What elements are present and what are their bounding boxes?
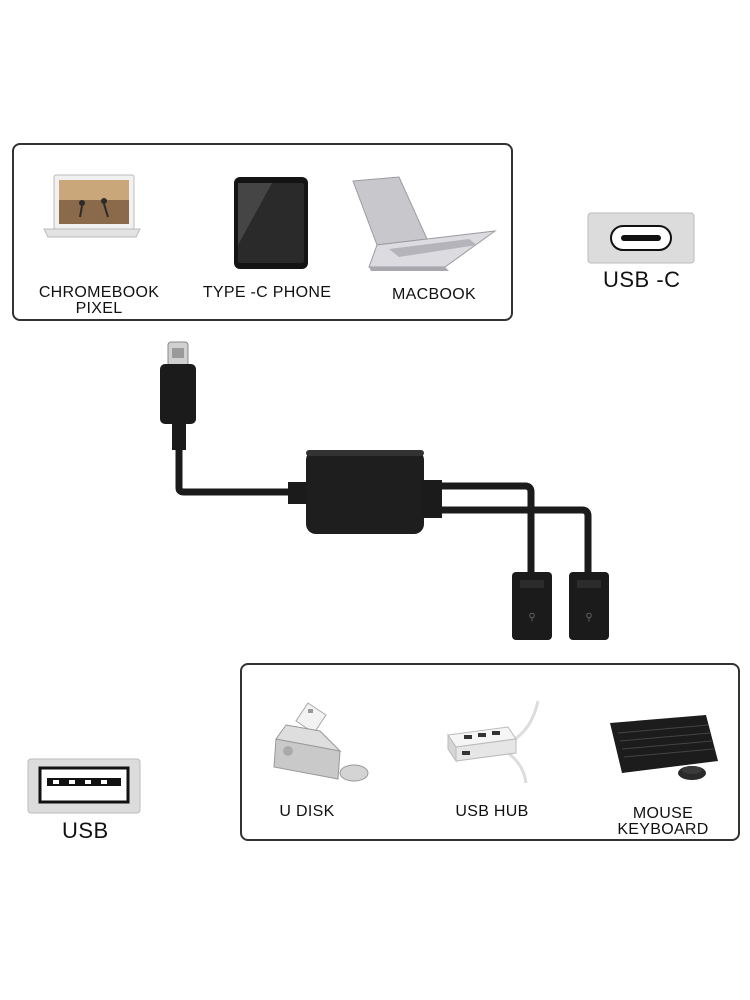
phone-icon (232, 175, 310, 271)
macbook-label: MACBOOK (392, 286, 476, 303)
usbc-port-icon (587, 212, 695, 264)
svg-text:⚲: ⚲ (585, 612, 592, 623)
usbc-label: USB -C (603, 267, 681, 292)
phone-label: TYPE -C PHONE (202, 284, 332, 301)
typec-devices-panel: CHROMEBOOK PIXEL TYPE -C PHONE MACBOOK (12, 143, 513, 321)
usb-hub-label: USB HUB (455, 803, 529, 820)
keyboard-mouse-icon (608, 711, 724, 783)
usb-label: USB (62, 818, 109, 843)
usb-devices-panel: U DISK USB HUB MO (240, 663, 740, 841)
chromebook-label: CHROMEBOOK PIXEL (38, 284, 160, 317)
svg-text:⚲: ⚲ (528, 612, 535, 623)
usb-hub-icon (442, 699, 546, 785)
usb-drive-icon (268, 699, 372, 785)
u-disk-label: U DISK (279, 803, 335, 820)
mouse-keyboard-label: MOUSE KEYBOARD (617, 805, 709, 838)
macbook-icon (349, 175, 499, 275)
usb-port-icon (27, 758, 141, 814)
laptop-icon (42, 171, 142, 257)
